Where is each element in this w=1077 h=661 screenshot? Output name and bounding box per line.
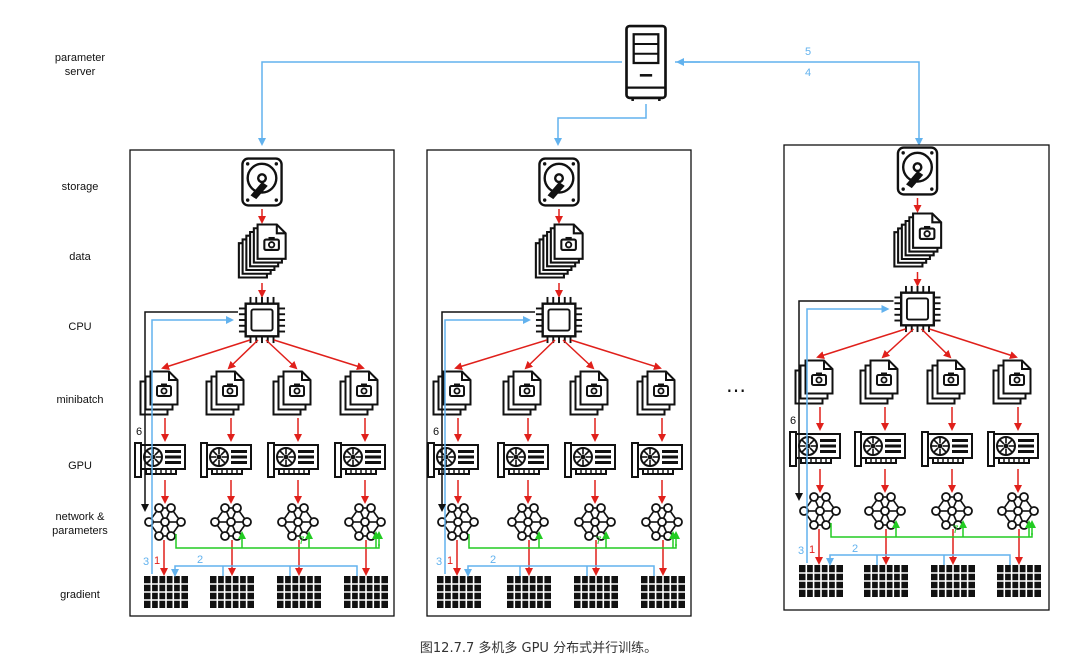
step-7-label: 7 (595, 535, 601, 547)
step-3-label: 3 (798, 545, 804, 557)
server-icon (625, 24, 667, 102)
cpu-to-minibatch-arrow (227, 339, 259, 370)
row-label: data (69, 251, 91, 263)
cpu-to-network-line (141, 311, 238, 512)
step-3-label: 3 (436, 556, 442, 568)
gradient-to-cpu-line (806, 305, 890, 563)
gradient-grid-icon (641, 576, 685, 608)
step-7-label: 7 (952, 524, 958, 536)
ellipsis: … (726, 373, 746, 397)
gradient-grid-icon (507, 576, 551, 608)
cpu-icon (535, 296, 583, 344)
cpu-icon (238, 296, 286, 344)
gradient-aggregation-line (826, 554, 1011, 566)
machine-1: 7 2 13 6 (129, 149, 395, 617)
minibatch-icon (638, 372, 675, 415)
server-link-1 (258, 61, 622, 146)
step-4-label: 4 (805, 67, 811, 79)
row-label: storage (62, 181, 99, 193)
cpu-to-minibatch-arrow (570, 339, 662, 371)
gradient-aggregation-line (171, 565, 358, 577)
minibatch-icon (207, 372, 244, 415)
minibatch-icon (571, 372, 608, 415)
gradient-grid-icon (437, 576, 481, 608)
cpu-to-minibatch-arrow (524, 339, 556, 370)
minibatch-icon (274, 372, 311, 415)
step-1-label: 1 (154, 555, 160, 567)
server-link-2 (554, 104, 647, 146)
step-2-label: 2 (197, 554, 203, 566)
gradient-grid-icon (864, 565, 908, 597)
row-label: GPU (68, 460, 92, 472)
minibatch-icon (434, 372, 471, 415)
cpu-to-minibatch-arrow (454, 339, 548, 371)
gradient-grid-icon (931, 565, 975, 597)
step-6-label: 6 (790, 415, 796, 427)
figure-caption: 图12.7.7 多机多 GPU 分布式并行训练。 (419, 641, 658, 656)
machine-2: 7 2 13 6 (426, 149, 692, 617)
gradient-to-cpu-line (444, 316, 531, 574)
step-6-label: 6 (136, 426, 142, 438)
minibatch-icon (796, 361, 833, 404)
hard-drive-icon (538, 157, 580, 207)
cpu-to-minibatch-arrow (161, 339, 251, 370)
gradient-grid-icon (574, 576, 618, 608)
machine-3: 7 2 13 6 (783, 144, 1050, 611)
hard-drive-icon (896, 146, 939, 196)
minibatch-icon (504, 372, 541, 415)
step-1-label: 1 (447, 555, 453, 567)
gradient-grid-icon (344, 576, 388, 608)
gradient-grid-icon (799, 565, 843, 597)
step-1-label: 1 (809, 544, 815, 556)
step-7-label: 7 (298, 535, 304, 547)
minibatch-icon (341, 372, 378, 415)
cpu-icon (893, 285, 942, 333)
row-label: CPU (68, 321, 91, 333)
gradient-grid-icon (210, 576, 254, 608)
minibatch-icon (928, 361, 965, 404)
cpu-to-minibatch-arrow (881, 328, 915, 359)
cpu-to-minibatch-arrow (929, 328, 1018, 359)
cpu-to-minibatch-arrow (816, 328, 906, 359)
cpu-to-minibatch-arrow (920, 328, 952, 359)
gradient-grid-icon (277, 576, 321, 608)
cpu-to-minibatch-arrow (265, 339, 298, 370)
row-label: minibatch (56, 394, 103, 406)
gradient-aggregation-line (464, 565, 655, 577)
cpu-to-minibatch-arrow (273, 339, 365, 371)
row-label: network &parameters (52, 511, 108, 537)
gradient-grid-icon (997, 565, 1041, 597)
server-link-3 (675, 61, 923, 146)
gradient-to-cpu-line (151, 316, 234, 574)
cpu-to-network-line (438, 311, 535, 512)
step-2-label: 2 (490, 554, 496, 566)
cpu-to-minibatch-arrow (562, 339, 595, 370)
row-label: gradient (60, 589, 100, 601)
step-2-label: 2 (852, 543, 858, 555)
minibatch-icon (994, 361, 1031, 404)
hard-drive-icon (241, 157, 283, 207)
minibatch-icon (141, 372, 178, 415)
gradient-grid-icon (144, 576, 188, 608)
step-3-label: 3 (143, 556, 149, 568)
cpu-to-network-line (795, 300, 894, 501)
step-6-label: 6 (433, 426, 439, 438)
step-5-label: 5 (805, 46, 811, 58)
minibatch-icon (861, 361, 898, 404)
